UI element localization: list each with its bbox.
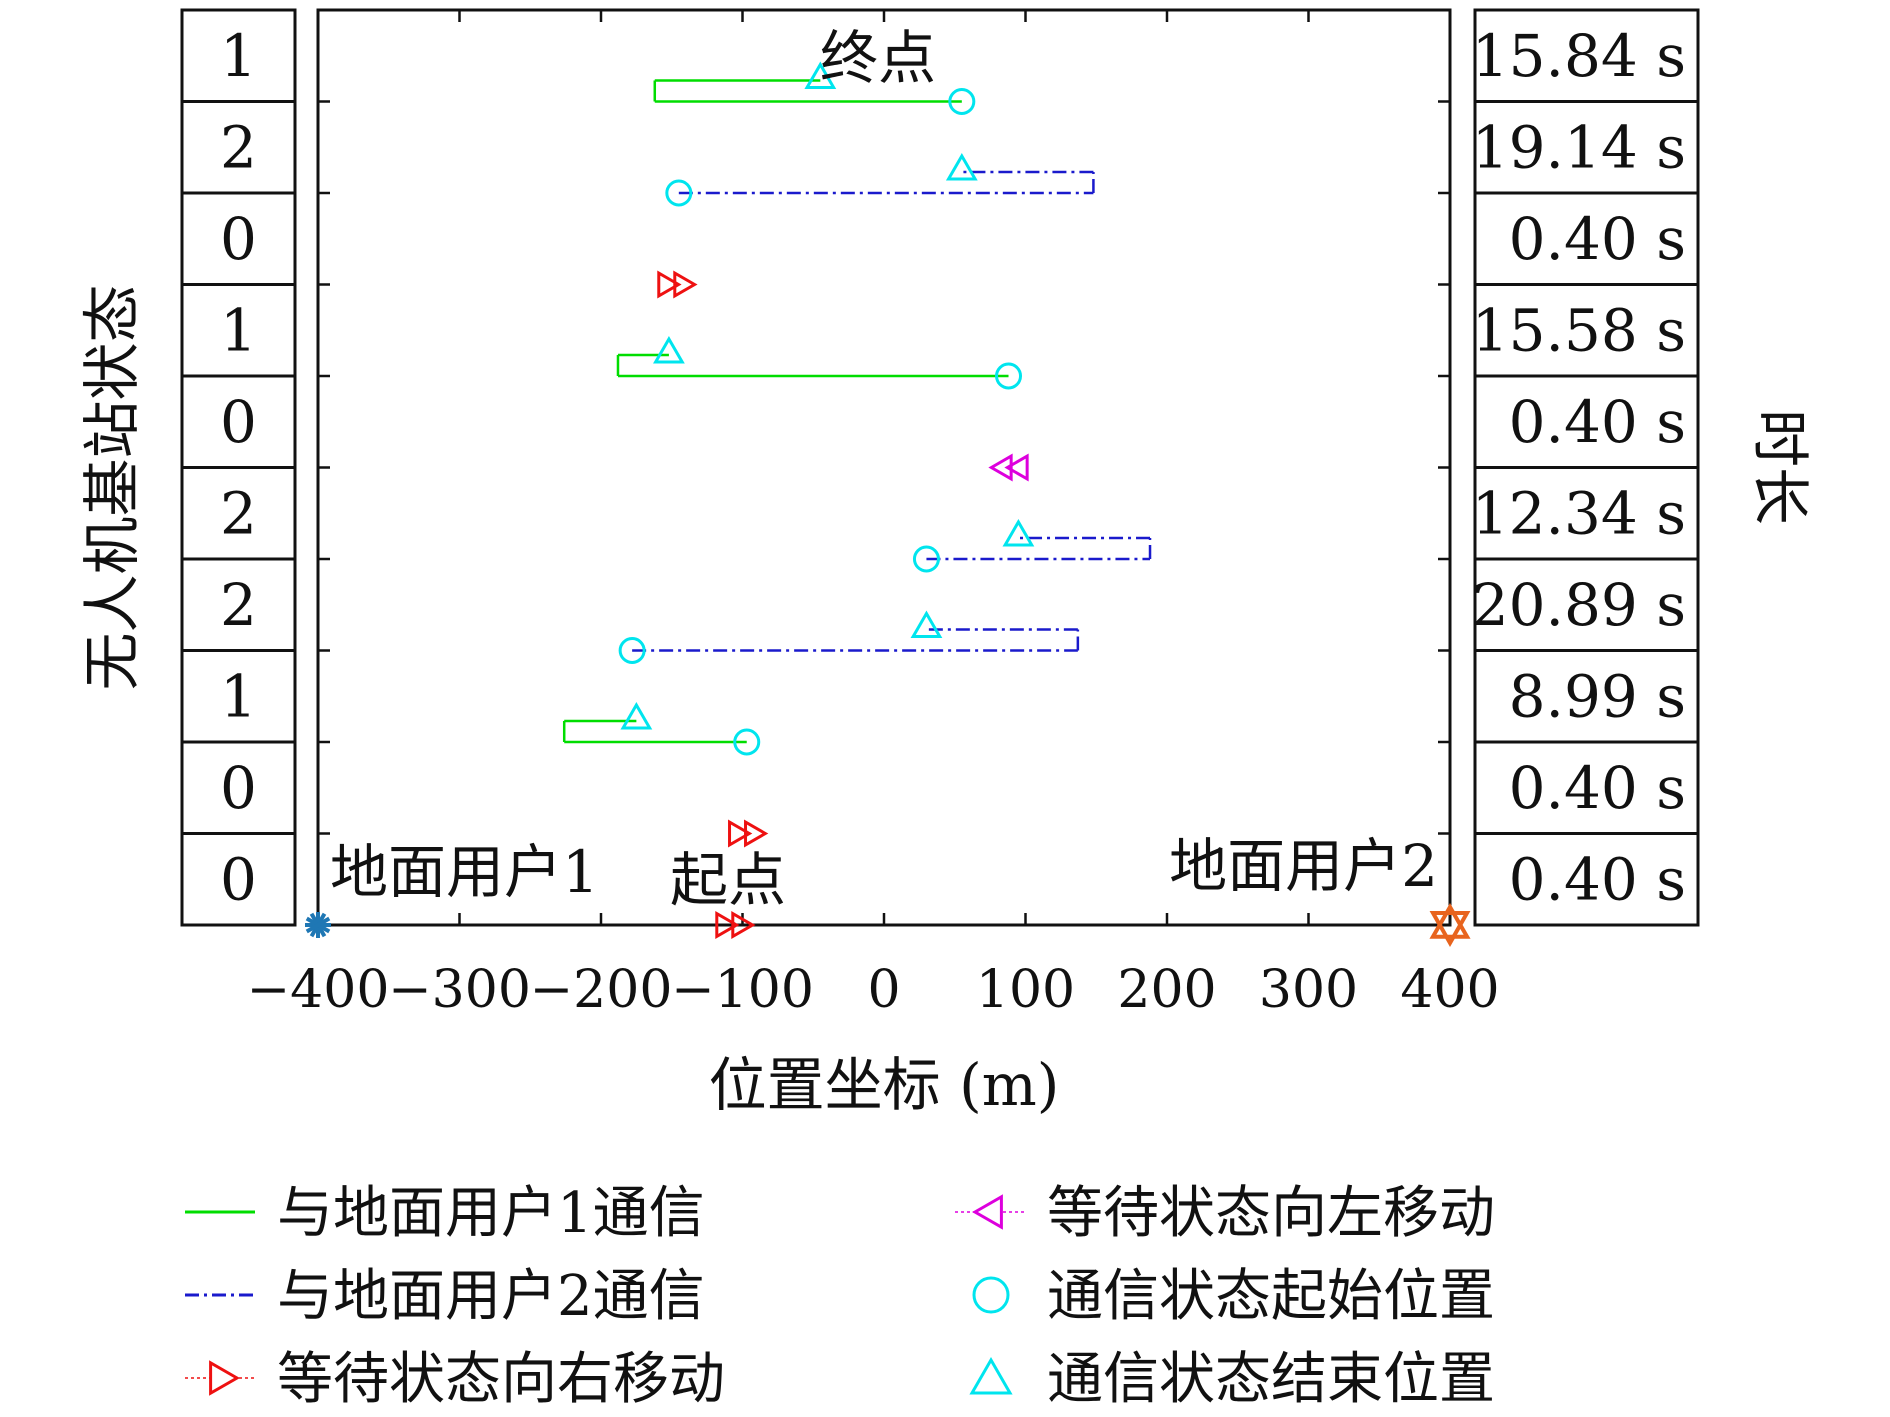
legend-swatch <box>969 1356 1013 1395</box>
x-tick-label: −300 <box>388 960 531 1020</box>
y-axis-title: 无人机基站状态 <box>78 284 146 690</box>
legend-label: 通信状态起始位置 <box>1047 1264 1495 1329</box>
comm-start-marker <box>733 728 761 756</box>
x-tick-label: 100 <box>976 960 1075 1020</box>
legend-label: 与地面用户2通信 <box>277 1264 705 1329</box>
comm-end-marker <box>620 701 653 730</box>
state-label: 0 <box>220 754 257 822</box>
state-label: 1 <box>220 22 257 90</box>
start-point-label: 起点 <box>670 846 786 914</box>
duration-label: 15.58 s <box>1472 296 1686 364</box>
duration-label: 8.99 s <box>1509 662 1686 730</box>
wait-marker <box>731 911 756 939</box>
comm-end-marker <box>804 61 837 90</box>
state-label: 2 <box>220 571 257 639</box>
plot-frame <box>316 8 1452 927</box>
ground-user1-marker <box>305 916 331 934</box>
comm-end-marker <box>910 610 943 639</box>
wait-marker <box>988 453 1013 482</box>
duration-label: 0.40 s <box>1509 754 1686 822</box>
x-tick-label: 200 <box>1117 960 1216 1020</box>
duration-label: 0.40 s <box>1509 205 1686 273</box>
comm-end-marker <box>1002 518 1035 547</box>
duration-label: 0.40 s <box>1509 388 1686 456</box>
state-label: 2 <box>220 113 257 181</box>
x-tick-label: 300 <box>1259 960 1358 1020</box>
legend-swatch <box>209 1360 241 1396</box>
comm-start-marker <box>618 637 646 664</box>
legend-label: 通信状态结束位置 <box>1047 1347 1495 1412</box>
x-tick-label: 400 <box>1400 960 1499 1020</box>
ground-user2-marker <box>1429 902 1471 939</box>
state-label: 0 <box>220 845 257 913</box>
wait-marker <box>728 819 753 848</box>
duration-label: 15.84 s <box>1472 22 1686 90</box>
wait-marker <box>1004 453 1029 482</box>
state-label: 1 <box>220 296 257 364</box>
x-tick-label: 0 <box>867 960 900 1020</box>
ground-user1-label: 地面用户1 <box>330 838 599 906</box>
state-label: 0 <box>220 205 257 273</box>
comm-start-marker <box>995 362 1023 390</box>
ground-user2-marker <box>1429 911 1471 948</box>
end-point-label: 终点 <box>820 24 936 92</box>
wait-marker <box>715 911 740 939</box>
legend-label: 等待状态向左移动 <box>1047 1181 1495 1246</box>
x-tick-label: −200 <box>530 960 673 1020</box>
ground-user2-label: 地面用户2 <box>1169 832 1438 900</box>
x-tick-label: −100 <box>671 960 814 1020</box>
comm-end-marker <box>653 335 685 364</box>
duration-label: 0.40 s <box>1509 845 1686 913</box>
comm-start-marker <box>912 545 940 573</box>
legend-swatch <box>972 1276 1010 1314</box>
legend-label: 等待状态向右移动 <box>277 1347 725 1412</box>
state-label: 2 <box>220 479 257 547</box>
wait-marker <box>744 819 769 848</box>
wait-marker <box>657 270 682 299</box>
duration-label: 20.89 s <box>1472 571 1686 639</box>
legend-label: 与地面用户1通信 <box>277 1181 705 1246</box>
comm-start-marker <box>948 88 976 115</box>
state-label: 1 <box>220 662 257 730</box>
duration-label: 12.34 s <box>1472 479 1686 547</box>
duration-label: 19.14 s <box>1472 113 1686 181</box>
comm-start-marker <box>665 179 693 207</box>
state-label: 0 <box>220 388 257 456</box>
right-axis-title: 时长 <box>1746 409 1814 525</box>
legend-swatch <box>971 1194 1003 1230</box>
comm-end-marker <box>945 152 978 181</box>
wait-marker <box>673 270 698 299</box>
x-tick-label: −400 <box>247 960 390 1020</box>
x-axis-title: 位置坐标 (m) <box>709 1051 1060 1119</box>
